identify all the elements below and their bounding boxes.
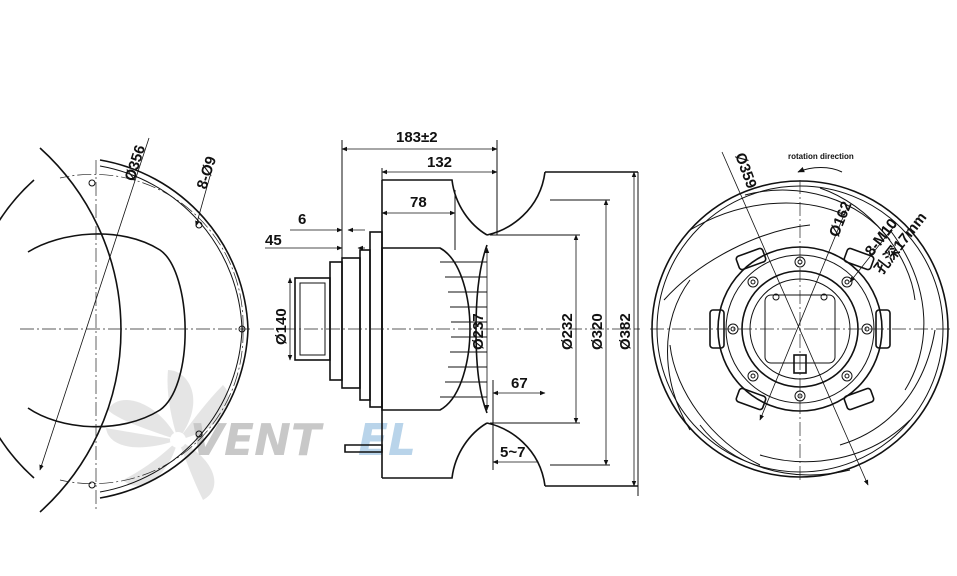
dim-6: 6 <box>298 211 306 228</box>
watermark-text-left: VENT <box>190 415 324 466</box>
side-view <box>260 140 640 496</box>
dim-dia-356: Ø356 <box>122 143 150 183</box>
rotation-direction-label: rotation direction <box>788 152 854 161</box>
left-front-view <box>0 137 250 513</box>
dim-5-7: 5~7 <box>500 444 525 461</box>
dim-dia-232: Ø232 <box>559 313 576 350</box>
dim-holes-8-9: 8-Ø9 <box>194 154 220 191</box>
dim-45: 45 <box>265 232 282 249</box>
right-rear-view <box>650 151 950 486</box>
dim-dia-382: Ø382 <box>617 313 634 350</box>
watermark-text-right: EL <box>358 415 416 466</box>
dim-78: 78 <box>410 194 427 211</box>
dim-dia-162: Ø162 <box>826 199 856 239</box>
dim-132: 132 <box>427 154 452 171</box>
dim-67: 67 <box>511 375 528 392</box>
fan-blade-logo-icon <box>106 370 229 500</box>
dim-dia-140: Ø140 <box>273 308 290 345</box>
ventel-logo <box>106 370 229 500</box>
dim-dia-237: Ø237 <box>470 313 487 350</box>
dim-dia-320: Ø320 <box>589 313 606 350</box>
dim-183: 183±2 <box>396 129 438 146</box>
rotation-arrow-icon <box>797 166 843 173</box>
dim-dia-359: Ø359 <box>731 151 760 191</box>
